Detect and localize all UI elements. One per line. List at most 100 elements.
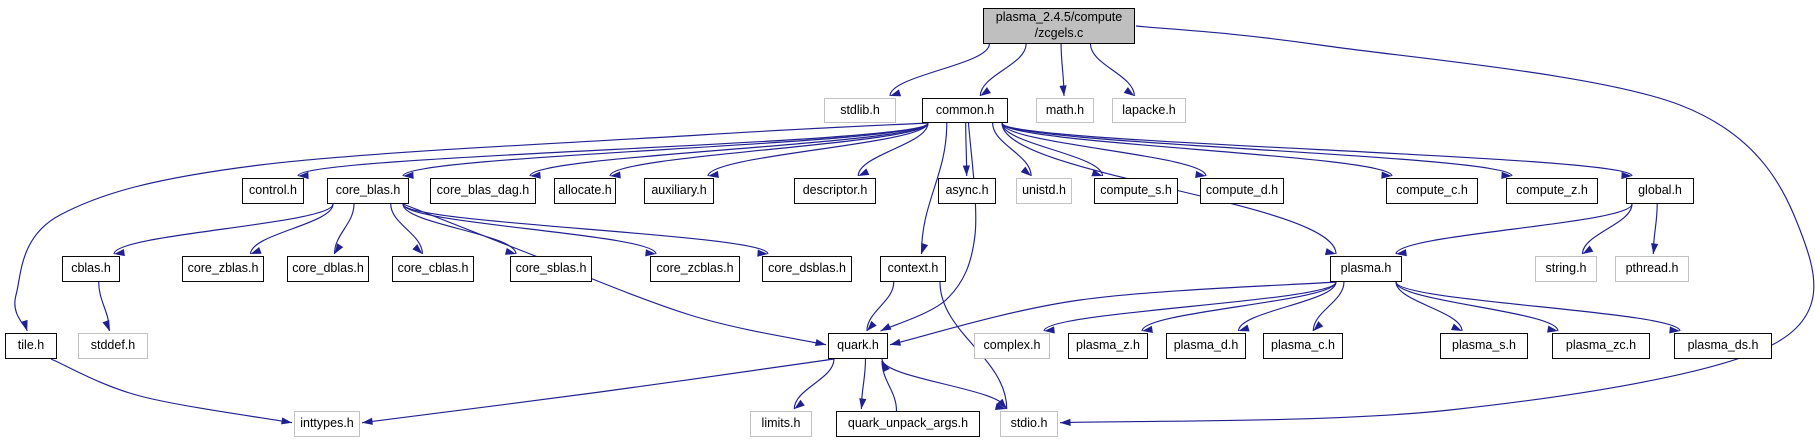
arrowhead-common_h-quark_h <box>880 323 892 331</box>
edge-global_h-plasma_h <box>1395 203 1633 255</box>
node-compute_c_h[interactable]: compute_c.h <box>1386 178 1478 204</box>
edge-plasma_h-plasma_z_h <box>1141 281 1337 332</box>
node-compute_z_h[interactable]: compute_z.h <box>1506 178 1598 204</box>
arrowhead-common_h-compute_c_h <box>1381 171 1392 179</box>
arrowhead-plasma_h-quark_h <box>890 338 902 346</box>
node-core_dsblas_h[interactable]: core_dsblas.h <box>762 256 852 282</box>
arrowhead-plasma_h-complex_h <box>1044 326 1055 334</box>
edge-root-stdio_h <box>1059 25 1815 424</box>
edge-plasma_h-plasma_c_h <box>1312 281 1345 332</box>
edge-plasma_h-quark_h <box>889 281 1337 346</box>
arrowhead-common_h-context_h <box>921 242 929 254</box>
edge-common_h-control_h <box>297 122 929 177</box>
node-quark_h[interactable]: quark.h <box>828 333 888 359</box>
edge-common_h-context_h <box>920 122 948 255</box>
arrowhead-cblas_h-stddef_h <box>102 319 110 331</box>
arrowhead-quark_h-quark_unpack_args_h <box>859 398 867 409</box>
node-core_cblas_h[interactable]: core_cblas.h <box>392 256 474 282</box>
edge-context_h-quark_h <box>866 281 895 332</box>
node-core_sblas_h[interactable]: core_sblas.h <box>510 256 592 282</box>
edge-root-stdlib_h <box>889 43 990 97</box>
node-plasma_d_h[interactable]: plasma_d.h <box>1166 333 1246 359</box>
node-compute_d_h[interactable]: compute_d.h <box>1200 178 1284 204</box>
node-complex_h: complex.h <box>974 333 1050 359</box>
node-lapacke_h: lapacke.h <box>1112 98 1186 123</box>
arrowhead-common_h-allocate_h <box>610 171 621 179</box>
node-plasma_s_h[interactable]: plasma_s.h <box>1440 333 1528 359</box>
node-global_h[interactable]: global.h <box>1626 178 1694 204</box>
arrowhead-common_h-core_blas_dag_h <box>530 171 541 179</box>
node-plasma_ds_h[interactable]: plasma_ds.h <box>1674 333 1772 359</box>
edge-core_blas_h-quark_h <box>402 203 827 346</box>
node-auxiliary_h[interactable]: auxiliary.h <box>644 178 714 204</box>
edge-plasma_h-plasma_ds_h <box>1395 281 1681 332</box>
node-core_dblas_h[interactable]: core_dblas.h <box>287 256 369 282</box>
arrowhead-common_h-tile_h <box>20 319 28 331</box>
edge-core_blas_h-core_dblas_h <box>333 203 355 255</box>
arrowhead-common_h-unistd_h <box>1020 166 1032 176</box>
node-stdlib_h: stdlib.h <box>824 98 896 123</box>
edge-plasma_h-plasma_s_h <box>1395 281 1463 332</box>
node-control_h[interactable]: control.h <box>242 178 304 204</box>
node-plasma_z_h[interactable]: plasma_z.h <box>1068 333 1148 359</box>
edge-core_blas_h-core_sblas_h <box>402 203 517 255</box>
arrowhead-context_h-quark_h <box>866 320 877 331</box>
edge-root-common_h <box>979 43 1027 97</box>
node-compute_s_h[interactable]: compute_s.h <box>1094 178 1178 204</box>
node-tile_h[interactable]: tile.h <box>5 333 57 359</box>
edge-common_h-descriptor_h <box>857 122 929 177</box>
edge-common_h-unistd_h <box>992 122 1032 177</box>
node-context_h[interactable]: context.h <box>880 256 946 282</box>
edge-common_h-global_h <box>1001 122 1633 177</box>
arrowhead-common_h-control_h <box>298 171 309 180</box>
edge-core_blas_h-core_zcblas_h <box>402 203 657 255</box>
arrowhead-common_h-core_blas_h <box>403 171 414 179</box>
arrowhead-common_h-compute_d_h <box>1195 170 1206 178</box>
node-stddef_h: stddef.h <box>78 333 148 359</box>
arrowhead-plasma_h-plasma_ds_h <box>1669 326 1680 334</box>
node-async_h[interactable]: async.h <box>938 178 996 204</box>
arrowhead-core_blas_h-quark_h <box>814 338 826 346</box>
node-descriptor_h[interactable]: descriptor.h <box>794 178 876 204</box>
arrowhead-quark_h-limits_h <box>794 399 805 409</box>
edge-common_h-quark_h <box>880 122 977 332</box>
arrowhead-global_h-pthread_h <box>1651 243 1659 254</box>
node-string_h: string.h <box>1535 256 1597 282</box>
arrowhead-plasma_h-plasma_s_h <box>1450 323 1462 331</box>
edge-core_blas_h-core_zblas_h <box>249 203 334 255</box>
node-core_zcblas_h[interactable]: core_zcblas.h <box>650 256 740 282</box>
arrowhead-core_blas_h-core_zblas_h <box>250 247 262 254</box>
edge-common_h-allocate_h <box>609 122 929 177</box>
arrowhead-common_h-global_h <box>1621 171 1632 180</box>
arrowhead-plasma_h-plasma_zc_h <box>1547 325 1558 333</box>
edge-plasma_h-plasma_zc_h <box>1395 281 1559 332</box>
arrowhead-global_h-string_h <box>1582 245 1594 254</box>
node-common_h[interactable]: common.h <box>922 98 1008 123</box>
node-cblas_h[interactable]: cblas.h <box>62 256 120 282</box>
arrowhead-plasma_h-plasma_d_h <box>1238 324 1250 332</box>
node-quark_unpack_args_h[interactable]: quark_unpack_args.h <box>836 411 980 437</box>
node-allocate_h[interactable]: allocate.h <box>554 178 616 204</box>
arrowhead-root-stdio_h <box>1060 418 1071 426</box>
node-plasma_zc_h[interactable]: plasma_zc.h <box>1552 333 1650 359</box>
arrowhead-tile_h-inttypes_h <box>281 417 292 425</box>
node-plasma_c_h[interactable]: plasma_c.h <box>1263 333 1343 359</box>
edge-core_blas_h-cblas_h <box>113 203 334 255</box>
arrowhead-common_h-plasma_h <box>1324 248 1336 256</box>
node-core_blas_dag_h[interactable]: core_blas_dag.h <box>430 178 536 204</box>
node-core_zblas_h[interactable]: core_zblas.h <box>182 256 264 282</box>
edge-tile_h-inttypes_h <box>50 358 293 424</box>
arrowhead-quark_h-inttypes_h <box>362 417 373 425</box>
arrowhead-core_blas_h-core_dblas_h <box>334 243 344 254</box>
edge-quark_h-inttypes_h <box>361 358 835 424</box>
edge-core_blas_h-core_cblas_h <box>390 203 424 255</box>
node-core_blas_h[interactable]: core_blas.h <box>327 178 409 204</box>
arrowhead-common_h-descriptor_h <box>858 168 870 176</box>
arrowhead-root-common_h <box>980 87 991 96</box>
node-plasma_h[interactable]: plasma.h <box>1330 256 1402 282</box>
edge-quark_h-stdio_h <box>881 358 1007 410</box>
edge-common_h-tile_h <box>14 122 929 332</box>
edge-context_h-stdio_h <box>939 281 1008 410</box>
